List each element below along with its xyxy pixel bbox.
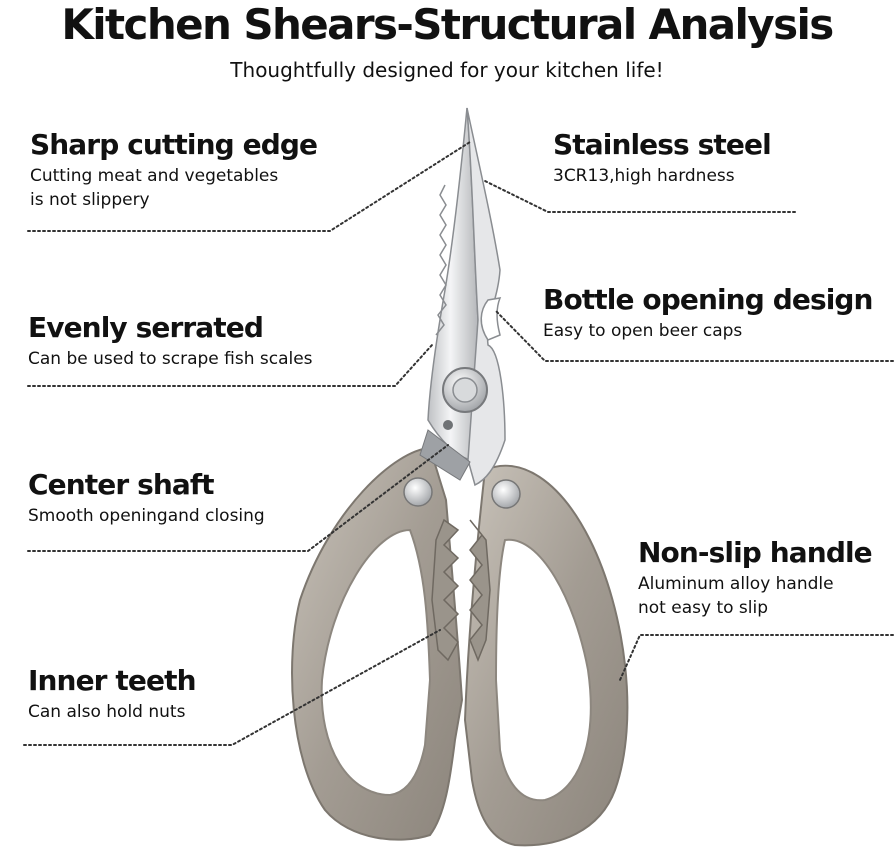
feature-description: Easy to open beer caps [543,321,743,341]
leader-center-shaft [27,444,449,552]
bottle-opener-notch [480,297,502,341]
right-rivet [491,479,521,509]
page-subtitle: Thoughtfully designed for your kitchen l… [230,58,664,82]
feature-center-shaft: Center shaft Smooth openingand closing [28,468,265,528]
feature-sharp-cutting-edge: Sharp cutting edge Cutting meat and vege… [30,128,318,212]
feature-heading: Inner teeth [28,664,197,697]
feature-heading: Evenly serrated [28,311,264,344]
leader-sharp-cutting-edge [27,141,471,232]
left-handle [291,446,464,841]
feature-description: 3CR13,high hardness [553,166,735,186]
left-rivet [403,477,433,507]
leader-evenly-serrated [27,344,433,387]
page-title: Kitchen Shears-Structural Analysis [61,0,834,49]
feature-bottle-opening-design: Bottle opening design Easy to open beer … [543,283,873,343]
feature-heading: Center shaft [28,468,215,501]
feature-evenly-serrated: Evenly serrated Can be used to scrape fi… [28,311,313,371]
feature-description: Smooth openingand closing [28,506,265,526]
serrated-edge [435,184,447,336]
leader-stainless-steel [482,179,796,213]
feature-description: Can be used to scrape fish scales [28,349,313,369]
feature-inner-teeth: Inner teeth Can also hold nuts [28,664,197,724]
feature-description: Can also hold nuts [28,702,186,722]
feature-heading: Sharp cutting edge [30,128,318,161]
feature-description: Aluminum alloy handle not easy to slip [638,574,834,618]
feature-description: Cutting meat and vegetables is not slipp… [30,166,279,210]
leader-bottle-opening-design [494,309,894,362]
feature-heading: Bottle opening design [543,283,873,316]
blades [419,107,506,487]
right-handle [463,464,629,847]
leader-inner-teeth [23,629,441,746]
feature-stainless-steel: Stainless steel 3CR13,high hardness [553,128,772,188]
feature-non-slip-handle: Non-slip handle Aluminum alloy handle no… [638,536,873,620]
feature-heading: Non-slip handle [638,536,873,569]
leader-non-slip-handle [619,634,894,681]
feature-heading: Stainless steel [553,128,772,161]
inner-teeth-area [431,518,491,663]
